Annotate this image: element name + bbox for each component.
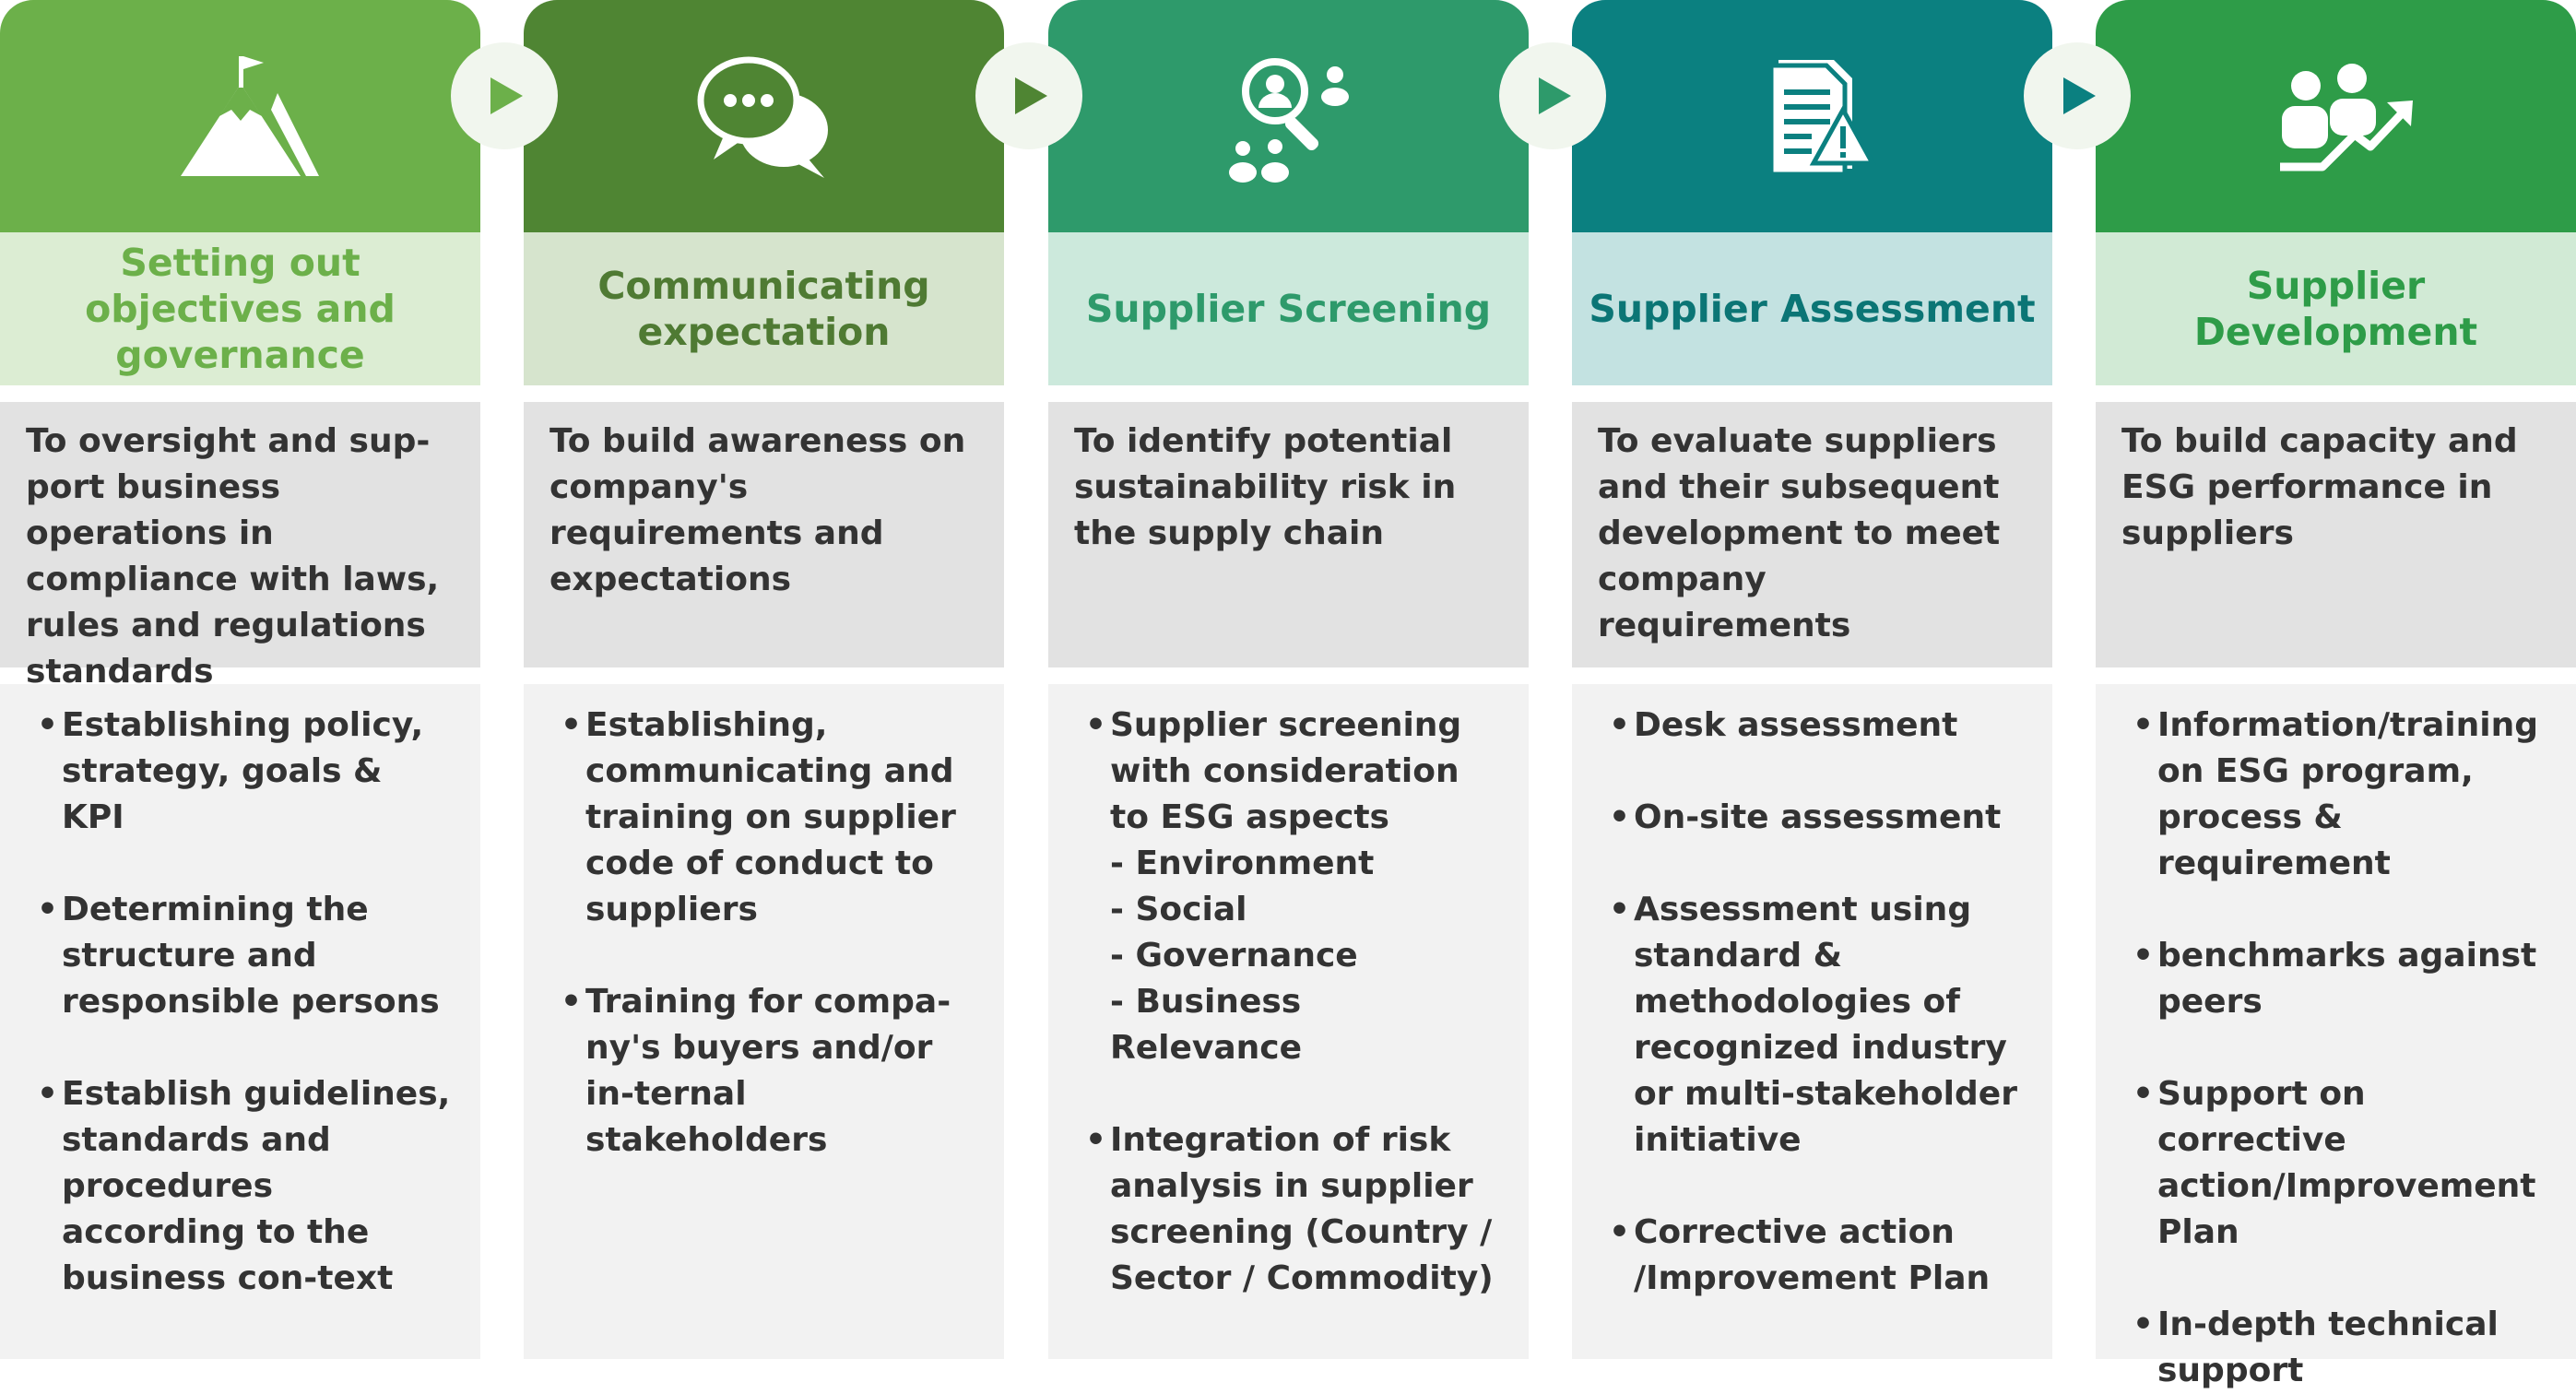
bullet-list-4: Desk assessmentOn-site assessmentAssessm… xyxy=(1598,703,2027,1302)
step-activities-2: Establishing, communicating and training… xyxy=(524,684,1004,1359)
arrow-2 xyxy=(975,42,1082,149)
step-title-text-2: Communicating expectation xyxy=(597,264,930,354)
arrow-4 xyxy=(2024,42,2131,149)
step-title-3: Supplier Screening xyxy=(1048,232,1529,385)
list-item-text: Supplier screening with consideration to… xyxy=(1110,706,1462,836)
list-item-text: Support on corrective action/Improvement… xyxy=(2157,1075,2536,1251)
arrow-3-icon xyxy=(1539,77,1571,114)
list-item: Desk assessment xyxy=(1598,703,2027,749)
list-item-text: Integration of risk analysis in supplier… xyxy=(1110,1121,1494,1297)
arrow-1-icon xyxy=(490,77,523,114)
list-item: Determining the structure and responsibl… xyxy=(26,887,455,1025)
step-header-2 xyxy=(524,0,1004,232)
list-item: Assessment using standard & methodologie… xyxy=(1598,887,2027,1164)
step-column-5: Supplier Development To build capacity a… xyxy=(2096,0,2576,1389)
step-title-2: Communicating expectation xyxy=(524,232,1004,385)
step-title-text-3: Supplier Screening xyxy=(1085,287,1492,331)
list-item-text: Establishing policy, strategy, goals & K… xyxy=(62,706,424,836)
step-header-1 xyxy=(0,0,480,232)
step-description-1: To oversight and sup-port business opera… xyxy=(0,402,480,691)
people-growth-icon xyxy=(2279,64,2413,171)
step-column-1: Setting out objectives and governance To… xyxy=(0,0,480,1359)
list-item-text: On-site assessment xyxy=(1634,798,2002,836)
step-column-4: Supplier Assessment To evaluate supplier… xyxy=(1572,0,2052,1359)
list-item: Corrective action /Improvement Plan xyxy=(1598,1210,2027,1302)
step-header-4 xyxy=(1572,0,2052,232)
list-item: Establish guidelines, standards and proc… xyxy=(26,1071,455,1302)
step-description-2: To build awareness on company's requirem… xyxy=(524,402,1004,667)
arrow-4-icon xyxy=(2063,77,2096,114)
people-magnifier-icon xyxy=(1228,58,1349,183)
step-title-5: Supplier Development xyxy=(2096,232,2576,385)
list-item: Supplier screening with consideration to… xyxy=(1074,703,1503,1071)
list-item: Information/training on ESG program, pro… xyxy=(2121,703,2550,887)
list-item-text: Training for compa-ny's buyers and/or in… xyxy=(585,983,951,1159)
list-item: Training for compa-ny's buyers and/or in… xyxy=(549,979,978,1164)
step-header-3 xyxy=(1048,0,1529,232)
mountain-flag-icon xyxy=(180,56,319,176)
step-description-4: To evaluate suppliers and their subseque… xyxy=(1572,402,2052,667)
document-warning-icon xyxy=(1768,60,1876,177)
step-title-text-5: Supplier Development xyxy=(2193,264,2478,354)
step-title-4: Supplier Assessment xyxy=(1572,232,2052,385)
sub-list-item: - Business Relevance xyxy=(1110,983,1303,1067)
step-description-5: To build capacity and ESG performance in… xyxy=(2096,402,2576,667)
step-activities-1: Establishing policy, strategy, goals & K… xyxy=(0,684,480,1359)
chat-bubbles-icon xyxy=(697,56,828,178)
list-item-text: Information/training on ESG program, pro… xyxy=(2157,706,2538,882)
sub-list-item: - Governance xyxy=(1110,937,1358,975)
list-item-text: Assessment using standard & methodologie… xyxy=(1634,891,2017,1159)
list-item: Establishing policy, strategy, goals & K… xyxy=(26,703,455,841)
list-item-text: Determining the structure and responsibl… xyxy=(62,891,440,1021)
list-item: On-site assessment xyxy=(1598,795,2027,841)
step-activities-3: Supplier screening with consideration to… xyxy=(1048,684,1529,1359)
step-description-3: To identify potential sustainability ris… xyxy=(1048,402,1529,667)
arrow-3 xyxy=(1499,42,1606,149)
list-item-text: In-depth technical support xyxy=(2157,1305,2499,1389)
step-title-text-1: Setting out objectives and governance xyxy=(85,241,396,377)
bullet-list-2: Establishing, communicating and training… xyxy=(549,703,978,1164)
step-column-3: Supplier Screening To identify potential… xyxy=(1048,0,1529,1359)
list-item-text: Desk assessment xyxy=(1634,706,1958,744)
arrow-1 xyxy=(451,42,558,149)
bullet-list-5: Information/training on ESG program, pro… xyxy=(2121,703,2550,1394)
step-title-text-4: Supplier Assessment xyxy=(1589,287,2036,331)
list-item: Integration of risk analysis in supplier… xyxy=(1074,1117,1503,1302)
list-item: Support on corrective action/Improvement… xyxy=(2121,1071,2550,1256)
arrow-2-icon xyxy=(1015,77,1047,114)
bullet-list-1: Establishing policy, strategy, goals & K… xyxy=(26,703,455,1302)
list-item-text: Corrective action /Improvement Plan xyxy=(1634,1213,1991,1297)
list-item-text: benchmarks against peers xyxy=(2157,937,2537,1021)
step-activities-4: Desk assessmentOn-site assessmentAssessm… xyxy=(1572,684,2052,1359)
list-item: In-depth technical support xyxy=(2121,1302,2550,1394)
list-item-text: Establishing, communicating and training… xyxy=(585,706,956,928)
list-item-text: Establish guidelines, standards and proc… xyxy=(62,1075,451,1297)
list-item: Establishing, communicating and training… xyxy=(549,703,978,933)
sub-list-item: - Environment xyxy=(1110,845,1375,882)
sub-list-item: - Social xyxy=(1110,891,1247,928)
step-column-2: Communicating expectation To build aware… xyxy=(524,0,1004,1359)
step-title-1: Setting out objectives and governance xyxy=(0,232,480,385)
step-activities-5: Information/training on ESG program, pro… xyxy=(2096,684,2576,1389)
bullet-list-3: Supplier screening with consideration to… xyxy=(1074,703,1503,1302)
list-item: benchmarks against peers xyxy=(2121,933,2550,1025)
step-header-5 xyxy=(2096,0,2576,232)
sub-list: - Environment - Social - Governance - Busin… xyxy=(1110,841,1503,1071)
